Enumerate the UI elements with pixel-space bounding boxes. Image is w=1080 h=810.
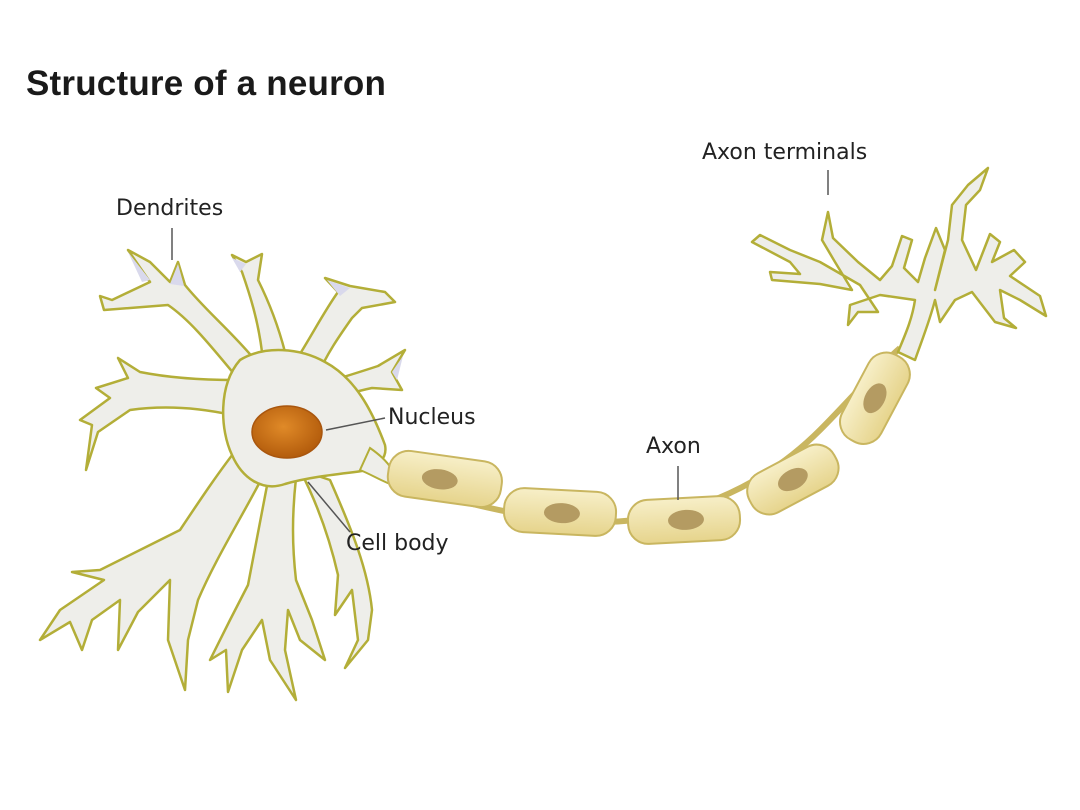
dendrite-upper-right <box>293 276 397 377</box>
myelin-segment-2 <box>502 487 618 537</box>
dendrite-lower-left <box>38 443 264 692</box>
axon-terminals <box>750 166 1048 362</box>
myelin-segment-4 <box>746 443 840 516</box>
label-cell-body: Cell body <box>346 531 449 556</box>
leader-nucleus <box>325 417 386 431</box>
dendrite-tips <box>128 252 403 380</box>
leader-lines <box>171 170 829 533</box>
dendrite-lower-right <box>298 468 374 670</box>
dendrite-left <box>78 356 237 472</box>
cell-body-and-dendrites <box>38 248 407 702</box>
nucleus-shape <box>251 405 323 459</box>
label-axon-terminals: Axon terminals <box>702 140 868 165</box>
label-nucleus: Nucleus <box>388 405 476 430</box>
leader-cell-body <box>307 481 351 533</box>
myelin-segment-1 <box>386 449 503 509</box>
axon <box>386 345 911 545</box>
myelin-segment-5 <box>839 351 911 445</box>
label-dendrites: Dendrites <box>116 196 224 221</box>
diagram-title: Structure of a neuron <box>26 64 387 103</box>
axon-terminal-branches <box>750 166 1048 362</box>
dendrite-top <box>230 252 287 354</box>
myelin-segment-3 <box>626 495 742 545</box>
label-axon: Axon <box>646 434 701 459</box>
dendrite-lower-middle <box>208 468 327 702</box>
